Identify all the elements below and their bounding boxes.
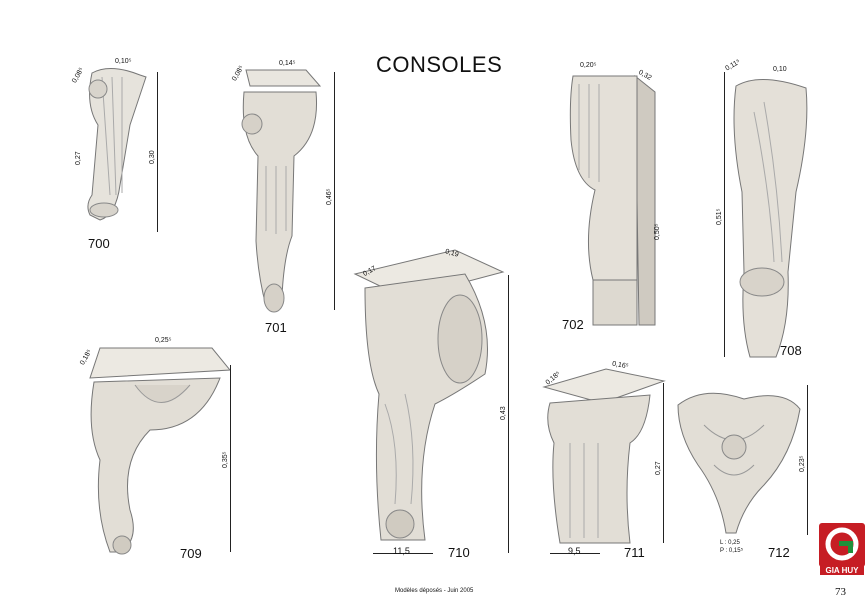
dimension-line (334, 72, 335, 310)
dim-height: 0,30 (149, 150, 156, 164)
console-code: 702 (562, 317, 584, 332)
dim-depth: 0,20⁵ (580, 62, 597, 69)
dim-depth-note: P : 0,15⁵ (720, 548, 744, 554)
dim-height: 0,46⁵ (326, 188, 333, 205)
dim-width: 0,14⁵ (279, 60, 296, 67)
console-709-image (89, 347, 232, 555)
dimension-line (724, 72, 725, 357)
dim-width: 0,10 (773, 66, 787, 73)
dimension-line (550, 553, 600, 554)
console-code: 701 (265, 320, 287, 335)
console-712-image (677, 392, 801, 534)
console-code: 700 (88, 236, 110, 251)
dimension-line (230, 365, 231, 552)
console-701-image (241, 69, 322, 313)
console-code: 708 (780, 343, 802, 358)
console-702-image (569, 74, 656, 326)
console-code: 709 (180, 546, 202, 561)
dim-base: 9,5 (568, 546, 581, 556)
page-number: 73 (835, 586, 846, 598)
dimension-line (508, 275, 509, 553)
console-code: 711 (624, 545, 645, 560)
brand-logo-icon (819, 523, 865, 567)
dim-width: 0,10⁵ (115, 58, 132, 65)
dim-height: 0,50⁵ (654, 223, 661, 240)
dim-height: 0,23⁵ (799, 455, 806, 472)
dim-height-inner: 0,27 (75, 151, 82, 165)
dim-width: 0,25⁵ (155, 337, 172, 344)
brand-logo-text: GIA HUY (820, 566, 864, 575)
footer-note: Modèles déposés - Juin 2005 (395, 588, 474, 594)
page-title: CONSOLES (376, 52, 503, 77)
console-710-image (353, 249, 505, 541)
dim-height: 0,35⁵ (222, 451, 229, 468)
dim-height: 0,27 (655, 461, 662, 475)
console-code: 712 (768, 545, 790, 560)
console-708-image (733, 78, 808, 358)
dim-length-note: L : 0,25 (720, 540, 740, 546)
dimension-line (157, 72, 158, 232)
console-711-image (542, 368, 666, 544)
dim-height: 0,51⁵ (716, 208, 723, 225)
dimension-line (807, 385, 808, 535)
dim-height: 0,43 (500, 406, 507, 420)
dim-depth: 0,11⁵ (724, 58, 742, 73)
dim-base: 11,5 (393, 546, 410, 556)
console-700-image (87, 68, 147, 221)
dimension-line (663, 383, 664, 543)
dimension-line (373, 553, 433, 554)
console-code: 710 (448, 545, 470, 560)
